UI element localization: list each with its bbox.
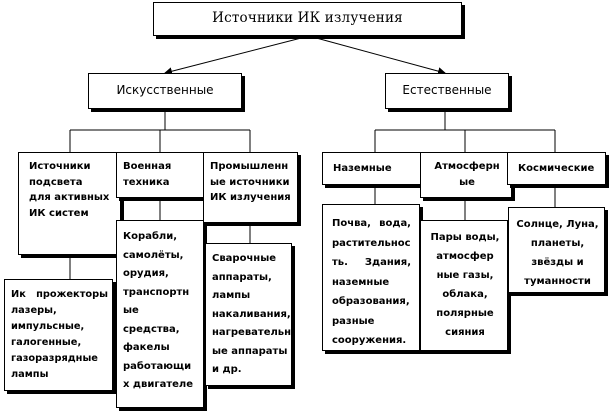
text-line: Атмосферн [434, 161, 500, 172]
text-line: Пары воды, [430, 232, 500, 243]
text-line: разные [332, 315, 375, 327]
text-line: сооружения. [332, 335, 407, 346]
category-natural-label: Естественные [402, 83, 492, 98]
text-line: импульсные, [11, 321, 85, 332]
text-line: х двигателе [123, 379, 193, 390]
text-line: Наземные [333, 163, 392, 174]
text-line: Источники [29, 161, 91, 172]
text-line: атмосфер [436, 251, 494, 262]
text-line: ть. Здания, [332, 257, 411, 268]
text-line: техника [123, 176, 170, 188]
text-line: ые источники [210, 176, 290, 188]
text-line: Промышленн [210, 161, 289, 172]
text-line: лампы [11, 369, 49, 380]
category-artificial: Искусственные [88, 73, 242, 109]
text-line: Сварочные [212, 253, 277, 264]
text-line: для активных [29, 192, 110, 203]
art-group-2-title: Военная техника [116, 152, 206, 198]
art-group-2-details: Корабли, самолёты, орудия, транспортн ые… [116, 220, 204, 408]
category-artificial-label: Искусственные [116, 83, 214, 98]
text-line: туманности [524, 276, 591, 287]
text-line: Солнце, Луна, [516, 219, 599, 230]
text-line: ые аппараты [212, 345, 288, 357]
text-line: ые [459, 176, 475, 188]
art-group-3-details: Сварочные аппараты, лампы накаливания, н… [205, 243, 292, 386]
text-line: ные газы, [436, 270, 494, 281]
text-line: накаливания, [212, 308, 291, 320]
text-line: растительнос [332, 237, 411, 249]
arrow-to-artificial [164, 35, 310, 76]
text-line: звёзды и [531, 257, 584, 268]
text-line: ИК излучения [210, 192, 291, 203]
nat-group-2-details: Пары воды, атмосфер ные газы, облака, по… [420, 220, 508, 351]
nat-group-3-title: Космические [507, 152, 606, 185]
text-line: самолёты, [123, 249, 184, 261]
text-line: аппараты, [212, 271, 272, 283]
text-line: и др. [212, 364, 242, 375]
text-line: транспортн [123, 286, 190, 298]
text-line: орудия, [123, 268, 169, 279]
text-line: нагревательн [212, 327, 292, 338]
root-label: Источники ИК излучения [212, 10, 403, 27]
text-line: лазеры, [11, 305, 57, 316]
art-group-3-title: Промышленн ые источники ИК излучения [203, 152, 298, 223]
text-line: галогенные, [11, 337, 82, 348]
text-line: лампы [212, 290, 251, 301]
text-line: средства, [123, 323, 180, 335]
nat-group-1-title: Наземные [322, 152, 427, 185]
nat-group-3-details: Солнце, Луна, планеты, звёзды и туманнос… [508, 207, 605, 293]
art-group-1-title: Источники подсвета для активных ИК систе… [18, 152, 121, 255]
root-node: Источники ИК излучения [153, 2, 462, 36]
text-line: Военная [123, 161, 172, 172]
text-line: облака, [442, 289, 488, 300]
text-line: образования, [332, 296, 410, 307]
text-line: Космические [518, 163, 595, 174]
arrow-to-natural [308, 35, 446, 76]
art-group-1-details: Ик прожекторы лазеры, импульсные, галоге… [4, 279, 113, 391]
text-line: газоразрядные [11, 353, 98, 364]
text-line: ые [123, 305, 139, 316]
text-line: сияния [445, 327, 485, 338]
text-line: полярные [436, 308, 494, 319]
text-line: работающи [123, 360, 192, 372]
nat-group-2-title: Атмосферн ые [420, 152, 512, 198]
text-line: наземные [332, 276, 390, 288]
text-line: планеты, [530, 238, 585, 249]
text-line: Ик прожекторы [11, 289, 108, 300]
text-line: подсвета [29, 176, 83, 188]
text-line: Корабли, [123, 231, 178, 242]
category-natural: Естественные [385, 73, 509, 109]
text-line: факелы [123, 342, 170, 353]
text-line: Почва, вода, [332, 218, 411, 229]
nat-group-1-details: Почва, вода, растительнос ть. Здания, на… [322, 204, 420, 351]
text-line: ИК систем [29, 207, 89, 219]
